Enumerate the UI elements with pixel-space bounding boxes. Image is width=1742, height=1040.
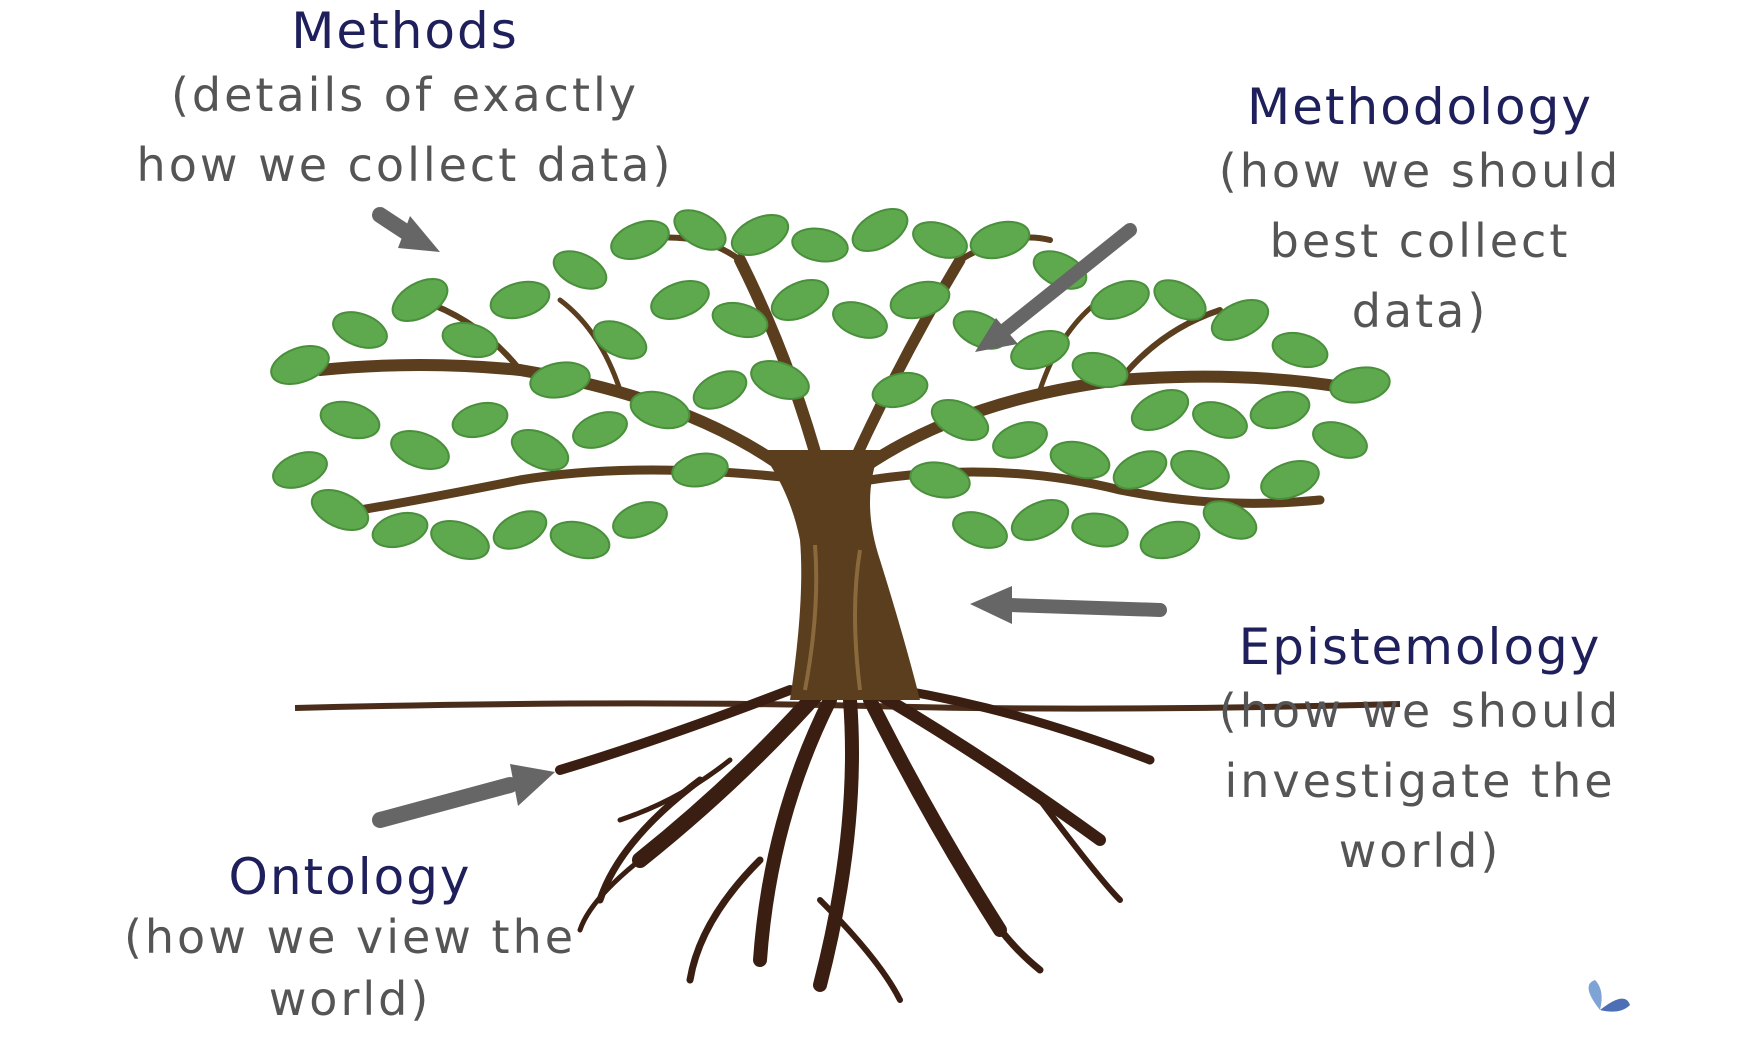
- trunk: [760, 450, 920, 700]
- methods-description: (details of exactly how we collect data): [10, 60, 800, 200]
- butterfly-icon: [1588, 980, 1630, 1012]
- roots: [555, 682, 1155, 1003]
- epistemology-arrow: [970, 586, 1167, 624]
- methods-title: Methods: [291, 2, 519, 60]
- methodology-line-2: best collect: [1269, 214, 1571, 268]
- methodology-line-3: data): [1351, 284, 1489, 338]
- epistemology-line-1: (how we should: [1218, 684, 1622, 738]
- epistemology-description: (how we should investigate the world): [1110, 676, 1730, 886]
- methodology-arrow: [975, 223, 1137, 352]
- methods-arrow: [372, 207, 440, 252]
- ontology-description: (how we view the world): [10, 906, 690, 1030]
- ontology-title: Ontology: [228, 848, 472, 906]
- canopy: [270, 207, 1391, 560]
- methodology-line-1: (how we should: [1218, 144, 1622, 198]
- methodology-label: Methodology (how we should best collect …: [1110, 78, 1730, 346]
- methods-line-2: how we collect data): [136, 138, 674, 192]
- ontology-line-1: (how we view the: [123, 910, 577, 964]
- methodology-description: (how we should best collect data): [1110, 136, 1730, 346]
- epistemology-line-3: world): [1338, 824, 1502, 878]
- epistemology-label: Epistemology (how we should investigate …: [1110, 618, 1730, 886]
- ontology-label: Ontology (how we view the world): [10, 848, 690, 1030]
- ontology-arrow: [372, 764, 555, 828]
- methods-label: Methods (details of exactly how we colle…: [10, 2, 800, 200]
- epistemology-title: Epistemology: [1238, 618, 1602, 676]
- epistemology-line-2: investigate the: [1224, 754, 1616, 808]
- methodology-title: Methodology: [1247, 78, 1593, 136]
- methods-line-1: (details of exactly: [170, 68, 639, 122]
- ontology-line-2: world): [268, 972, 432, 1026]
